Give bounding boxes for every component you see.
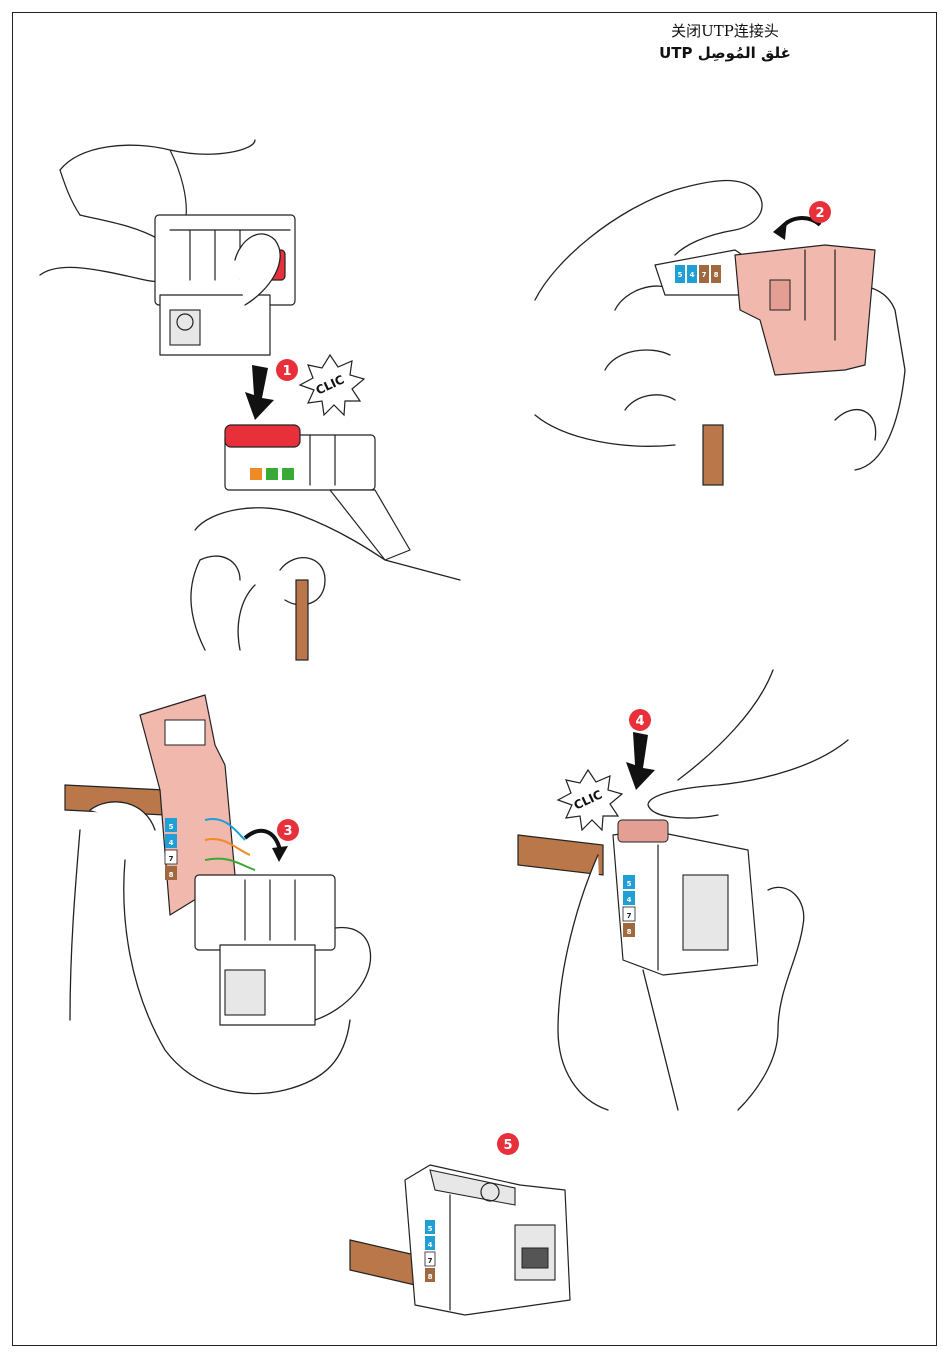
step-1-illustration: 1 CLIC <box>40 130 480 660</box>
connector-assembled: 5 4 7 8 <box>405 1165 570 1315</box>
svg-text:4: 4 <box>169 839 174 847</box>
svg-text:7: 7 <box>428 1257 433 1265</box>
svg-text:3: 3 <box>283 824 292 839</box>
svg-text:8: 8 <box>627 928 632 936</box>
svg-text:5: 5 <box>627 880 632 888</box>
step-1-badge: 1 <box>276 359 298 381</box>
svg-text:5: 5 <box>428 1225 433 1233</box>
pink-cap <box>735 245 875 375</box>
svg-text:4: 4 <box>690 271 695 279</box>
step-3-illustration: 5 4 7 8 3 <box>65 690 395 1110</box>
step-3-badge: 3 <box>277 819 299 841</box>
svg-text:7: 7 <box>702 271 707 279</box>
hand-icon <box>648 670 848 818</box>
svg-text:4: 4 <box>635 714 644 729</box>
svg-text:2: 2 <box>815 206 824 221</box>
svg-text:1: 1 <box>282 364 291 379</box>
svg-text:8: 8 <box>169 871 174 879</box>
svg-text:4: 4 <box>428 1241 433 1249</box>
svg-text:5: 5 <box>503 1138 512 1153</box>
arrow-down-icon <box>245 365 274 420</box>
step-5-badge: 5 <box>497 1133 519 1155</box>
svg-text:8: 8 <box>714 271 719 279</box>
clic-burst: CLIC <box>558 770 622 830</box>
connector-cap <box>155 215 295 355</box>
svg-text:7: 7 <box>627 912 632 920</box>
svg-text:7: 7 <box>169 855 174 863</box>
svg-text:8: 8 <box>428 1273 433 1281</box>
curved-arrow-icon <box>245 831 280 850</box>
clic-burst: CLIC <box>300 355 364 415</box>
title-arabic: غلق المُوصِل UTP <box>640 44 810 62</box>
connector-jack: 5 4 7 8 <box>613 820 758 975</box>
step-2-illustration: 5 4 7 8 2 <box>535 170 915 490</box>
svg-text:5: 5 <box>678 271 683 279</box>
svg-text:5: 5 <box>169 823 174 831</box>
arrow-down-icon <box>626 732 655 790</box>
title-chinese: 关闭UTP连接头 <box>640 20 810 41</box>
step-2-badge: 2 <box>809 201 831 223</box>
svg-text:4: 4 <box>627 896 632 904</box>
step-4-badge: 4 <box>629 709 651 731</box>
step-5-illustration: 5 5 4 7 8 <box>350 1130 590 1330</box>
step-4-illustration: 5 4 7 8 4 CLIC <box>518 670 898 1110</box>
hand-icon <box>535 181 762 447</box>
